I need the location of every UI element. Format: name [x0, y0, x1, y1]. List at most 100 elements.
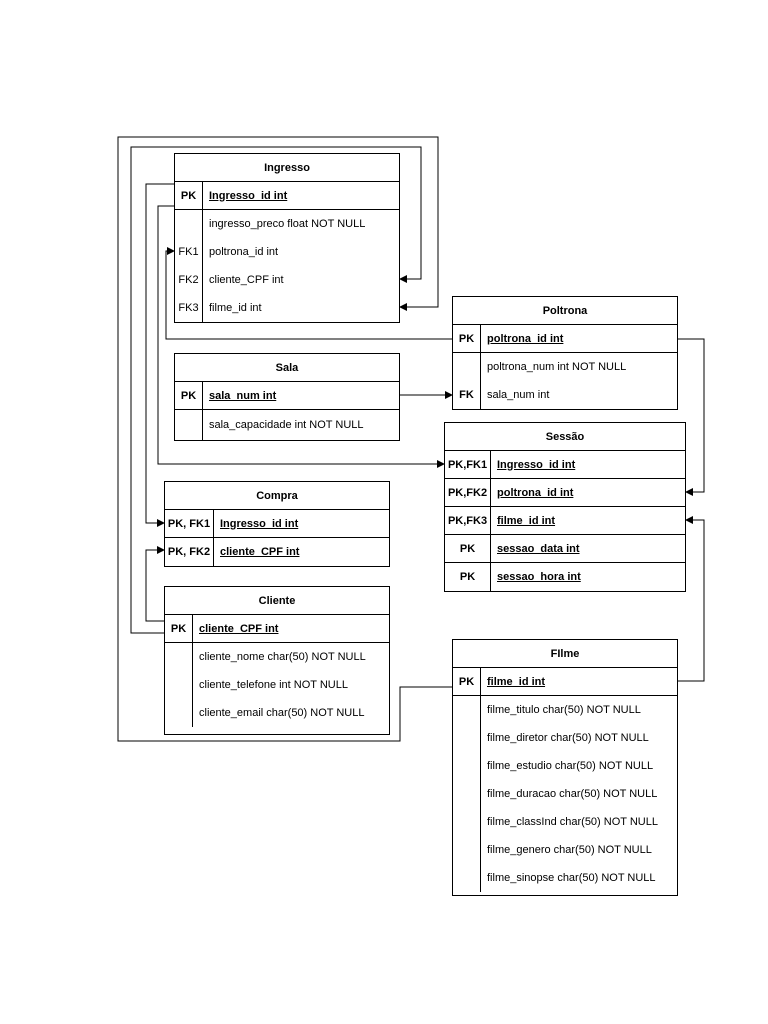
key-label [453, 724, 481, 752]
table-row: cliente_nome char(50) NOT NULL [165, 643, 389, 671]
entity-filme[interactable]: FIlme PK filme_id int filme_titulo char(… [452, 639, 678, 896]
table-row: filme_genero char(50) NOT NULL [453, 836, 677, 864]
entity-title: FIlme [453, 640, 677, 668]
entity-title: Poltrona [453, 297, 677, 325]
table-row: FK1 poltrona_id int [175, 238, 399, 266]
table-row: filme_classInd char(50) NOT NULL [453, 808, 677, 836]
table-row: FK sala_num int [453, 381, 677, 409]
entity-sala[interactable]: Sala PK sala_num int sala_capacidade int… [174, 353, 400, 441]
table-row: PK, FK2 cliente_CPF int [165, 538, 389, 566]
table-row: filme_sinopse char(50) NOT NULL [453, 864, 677, 895]
entity-title: Sala [175, 354, 399, 382]
key-label [453, 836, 481, 864]
entity-title: Cliente [165, 587, 389, 615]
table-row: filme_duracao char(50) NOT NULL [453, 780, 677, 808]
field-label: filme_estudio char(50) NOT NULL [487, 760, 654, 772]
table-row: filme_diretor char(50) NOT NULL [453, 724, 677, 752]
field-label: Ingresso_id int [220, 517, 299, 530]
key-label: PK,FK1 [445, 451, 491, 478]
key-label [165, 699, 193, 727]
key-label: PK, FK2 [165, 538, 214, 566]
key-label: PK, FK1 [165, 510, 214, 537]
field-label: filme_sinopse char(50) NOT NULL [487, 872, 656, 884]
field-label: cliente_CPF int [209, 274, 284, 286]
key-label: PK [445, 535, 491, 562]
key-label [175, 210, 203, 238]
table-row: PK sessao_data int [445, 535, 685, 563]
table-row: PK cliente_CPF int [165, 615, 389, 643]
table-row: filme_titulo char(50) NOT NULL [453, 696, 677, 724]
field-label: Ingresso_id int [209, 189, 288, 202]
field-label: poltrona_num int NOT NULL [487, 361, 627, 373]
field-label: cliente_email char(50) NOT NULL [199, 707, 365, 719]
entity-compra[interactable]: Compra PK, FK1 Ingresso_id int PK, FK2 c… [164, 481, 390, 567]
key-label: PK [445, 563, 491, 591]
connector-filme-sessao [678, 516, 705, 682]
field-label: poltrona_id int [497, 486, 574, 499]
connector-poltrona-ingresso [165, 247, 452, 340]
field-label: sala_capacidade int NOT NULL [209, 419, 364, 431]
connector-filme-ingresso [117, 136, 452, 742]
field-label: filme_diretor char(50) NOT NULL [487, 732, 649, 744]
entity-title: Sessão [445, 423, 685, 451]
key-label: PK [175, 182, 203, 209]
key-label [453, 780, 481, 808]
field-label: sala_num int [209, 389, 277, 402]
table-row: PK, FK1 Ingresso_id int [165, 510, 389, 538]
field-label: poltrona_id int [487, 332, 564, 345]
connector-cliente-compra [145, 546, 165, 622]
key-label: FK [453, 381, 481, 409]
field-label: filme_id int [487, 675, 546, 688]
key-label [453, 808, 481, 836]
connector-cliente-ingresso [130, 146, 422, 634]
key-label: PK [165, 615, 193, 642]
entity-poltrona[interactable]: Poltrona PK poltrona_id int poltrona_num… [452, 296, 678, 410]
key-label [165, 671, 193, 699]
field-label: sessao_data int [497, 542, 580, 555]
table-row: poltrona_num int NOT NULL [453, 353, 677, 381]
field-label: filme_id int [497, 514, 556, 527]
table-row: PK,FK2 poltrona_id int [445, 479, 685, 507]
key-label: PK [453, 668, 481, 695]
key-label [453, 864, 481, 892]
table-row: PK,FK3 filme_id int [445, 507, 685, 535]
connector-poltrona-sessao [678, 338, 705, 496]
field-label: sala_num int [487, 389, 550, 401]
field-label: filme_genero char(50) NOT NULL [487, 844, 652, 856]
key-label [165, 643, 193, 671]
field-label: filme_id int [209, 302, 262, 314]
field-label: poltrona_id int [209, 246, 279, 258]
field-label: cliente_CPF int [220, 546, 300, 558]
table-row: PK sessao_hora int [445, 563, 685, 591]
key-label: FK1 [175, 238, 203, 266]
table-row: PK sala_num int [175, 382, 399, 410]
field-label: cliente_nome char(50) NOT NULL [199, 651, 366, 663]
connector-ingresso-compra [145, 183, 174, 527]
connector-ingresso-sessao [157, 205, 445, 468]
key-label [453, 353, 481, 381]
entity-ingresso[interactable]: Ingresso PK Ingresso_id int ingresso_pre… [174, 153, 400, 323]
table-row: PK poltrona_id int [453, 325, 677, 353]
field-label: filme_classInd char(50) NOT NULL [487, 816, 658, 828]
key-label: PK,FK3 [445, 507, 491, 534]
key-label: PK [453, 325, 481, 352]
key-label [175, 410, 203, 440]
field-label: filme_duracao char(50) NOT NULL [487, 788, 658, 800]
table-row: FK3 filme_id int [175, 294, 399, 322]
field-label: cliente_telefone int NOT NULL [199, 679, 348, 691]
table-row: PK Ingresso_id int [175, 182, 399, 210]
entity-cliente[interactable]: Cliente PK cliente_CPF int cliente_nome … [164, 586, 390, 735]
key-label: PK [175, 382, 203, 409]
field-label: sessao_hora int [497, 571, 581, 583]
table-row: PK filme_id int [453, 668, 677, 696]
entity-title: Ingresso [175, 154, 399, 182]
table-row: cliente_telefone int NOT NULL [165, 671, 389, 699]
field-label: filme_titulo char(50) NOT NULL [487, 704, 641, 716]
table-row: filme_estudio char(50) NOT NULL [453, 752, 677, 780]
key-label: PK,FK2 [445, 479, 491, 506]
entity-sessao[interactable]: Sessão PK,FK1 Ingresso_id int PK,FK2 pol… [444, 422, 686, 592]
key-label [453, 752, 481, 780]
field-label: cliente_CPF int [199, 622, 279, 635]
table-row: FK2 cliente_CPF int [175, 266, 399, 294]
